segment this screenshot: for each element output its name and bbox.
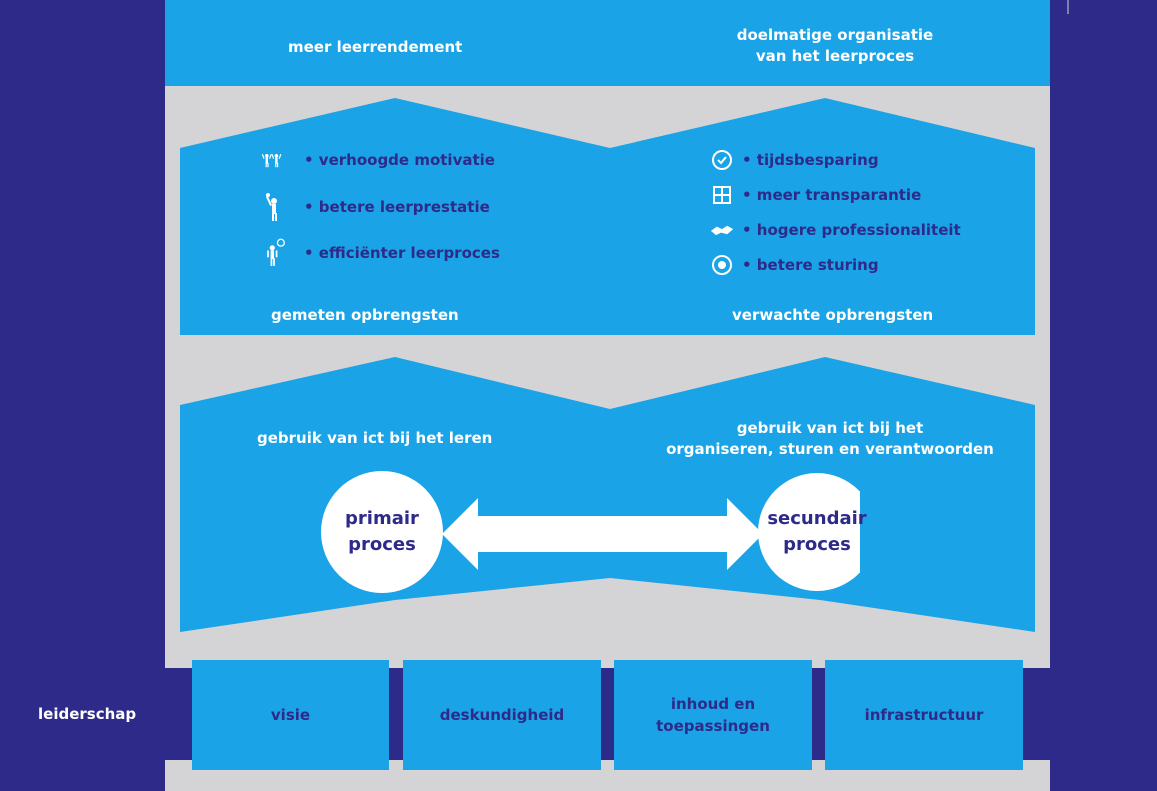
secondary-line1: secundair — [767, 508, 867, 529]
person-clock-icon — [262, 238, 286, 266]
measured-label: • efficiënter leerproces — [304, 243, 500, 262]
outcomes-panel — [180, 98, 1035, 335]
right-edge-strip — [1060, 0, 1157, 640]
expected-item: • meer transparantie — [710, 182, 961, 208]
top-left-label: meer leerrendement — [288, 38, 463, 56]
ict-right-heading-line1: gebruik van ict bij het — [736, 419, 924, 437]
ict-left-heading: gebruik van ict bij het leren — [257, 429, 493, 447]
pillar-line2: toepassingen — [656, 717, 770, 735]
pillar-line1: inhoud en — [670, 695, 756, 713]
measured-item: • betere leerprestatie — [262, 193, 500, 221]
ict-right-heading: gebruik van ict bij het organiseren, stu… — [640, 418, 1020, 460]
expected-item: • betere sturing — [710, 252, 961, 278]
measured-label: • verhoogde motivatie — [304, 150, 495, 169]
expected-label: • meer transparantie — [742, 185, 922, 204]
top-right-label: doelmatige organisatie van het leerproce… — [700, 25, 970, 67]
measured-list: • verhoogde motivatie • betere leerprest… — [262, 146, 500, 267]
expected-item: • hogere professionaliteit — [710, 217, 961, 243]
expected-label: • betere sturing — [742, 255, 879, 274]
top-right-line2: van het leerproces — [755, 47, 915, 65]
primary-line1: primair — [345, 508, 419, 529]
leadership-label: leiderschap — [38, 705, 137, 723]
expected-item: • tijdsbesparing — [710, 147, 961, 173]
secondary-process-label: secundair proces — [758, 470, 876, 594]
top-right-line1: doelmatige organisatie — [736, 26, 934, 44]
steering-target-icon — [710, 253, 734, 277]
pillar-line1: visie — [270, 706, 311, 724]
clock-icon — [710, 148, 734, 172]
expected-label: • tijdsbesparing — [742, 150, 879, 169]
measured-item: • efficiënter leerproces — [262, 238, 500, 267]
handshake-icon — [710, 218, 734, 242]
expected-label: • hogere professionaliteit — [742, 220, 961, 239]
primary-process-circle — [321, 471, 443, 593]
top-bar — [165, 0, 1050, 86]
primary-line2: proces — [348, 534, 416, 555]
pillar-line1: infrastructuur — [864, 706, 984, 724]
secondary-line2: proces — [783, 534, 851, 555]
ict-right-heading-line2: organiseren, sturen en verantwoorden — [666, 440, 994, 458]
cheering-people-icon — [262, 148, 286, 172]
pillar-line1: deskundigheid — [439, 706, 565, 724]
measured-footer: gemeten opbrengsten — [271, 306, 459, 324]
measured-item: • verhoogde motivatie — [262, 146, 500, 174]
double-arrow-icon — [442, 498, 763, 570]
pillar-inhoud: inhoud en toepassingen — [614, 660, 812, 770]
secondary-process-circle — [758, 473, 860, 591]
pillar-deskundigheid: deskundigheid — [403, 660, 601, 770]
person-reaching-icon — [262, 193, 286, 221]
measured-label: • betere leerprestatie — [304, 197, 490, 216]
expected-footer: verwachte opbrengsten — [732, 306, 934, 324]
expected-list: • tijdsbesparing • meer transparantie • … — [710, 147, 961, 278]
pillar-infrastructuur: infrastructuur — [825, 660, 1023, 770]
primary-process-label: primair proces — [320, 470, 444, 594]
process-graphic — [321, 471, 860, 593]
grid-window-icon — [710, 183, 734, 207]
pillar-visie: visie — [192, 660, 389, 770]
